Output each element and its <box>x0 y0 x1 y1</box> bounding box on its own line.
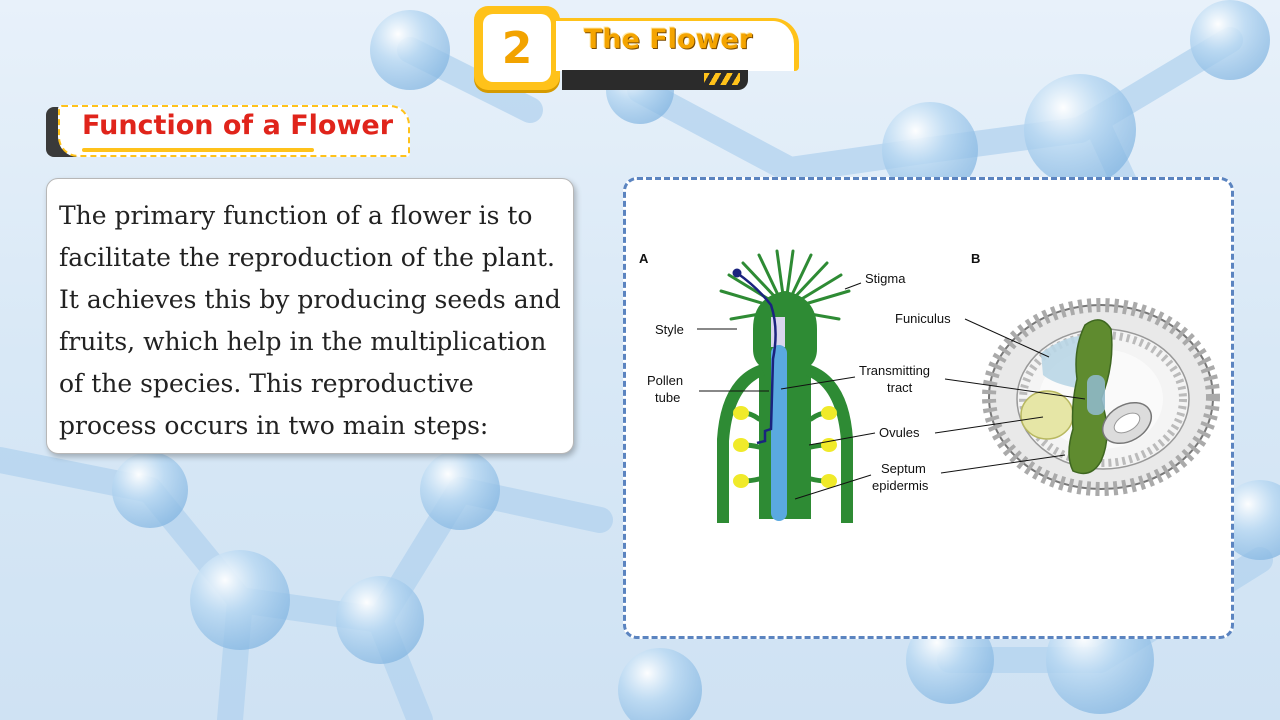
label-stigma: Stigma <box>865 271 906 286</box>
chapter-title-bar <box>556 18 799 71</box>
panel-label-b: B <box>971 251 980 266</box>
body-line: process occurs in two main steps: <box>59 411 489 440</box>
label-transmitting-line2: tract <box>887 380 913 395</box>
label-septum-line1: Septum <box>881 461 926 476</box>
ovary-cross-section <box>982 298 1220 496</box>
label-transmitting-line1: Transmitting <box>859 363 930 378</box>
chapter-number: 2 <box>483 14 551 82</box>
body-line: It achieves this by producing seeds and <box>59 285 561 314</box>
label-pollen-tube-line1: Pollen <box>647 373 683 388</box>
panel-label-a: A <box>639 251 649 266</box>
label-ovules: Ovules <box>879 425 920 440</box>
label-style: Style <box>655 322 684 337</box>
label-septum-line2: epidermis <box>872 478 929 493</box>
pistil-illustration <box>717 249 853 523</box>
pistil-diagram: A B <box>639 249 1220 523</box>
section-underline <box>82 148 314 152</box>
body-paragraph: The primary function of a flower is to f… <box>59 195 569 447</box>
body-line: facilitate the reproduction of the plant… <box>59 243 555 272</box>
chapter-stripe <box>562 70 748 90</box>
body-line: The primary function of a flower is to <box>59 201 533 230</box>
body-line: fruits, which help in the multiplication <box>59 327 547 356</box>
section-title: Function of a Flower <box>82 110 394 141</box>
chapter-stripe-marks <box>704 73 740 85</box>
label-pollen-tube-line2: tube <box>655 390 680 405</box>
chapter-title: The Flower <box>584 24 753 55</box>
text-card <box>46 178 574 454</box>
body-line: of the species. This reproductive <box>59 369 474 398</box>
chapter-number-badge: 2 <box>474 6 560 90</box>
label-funiculus: Funiculus <box>895 311 951 326</box>
